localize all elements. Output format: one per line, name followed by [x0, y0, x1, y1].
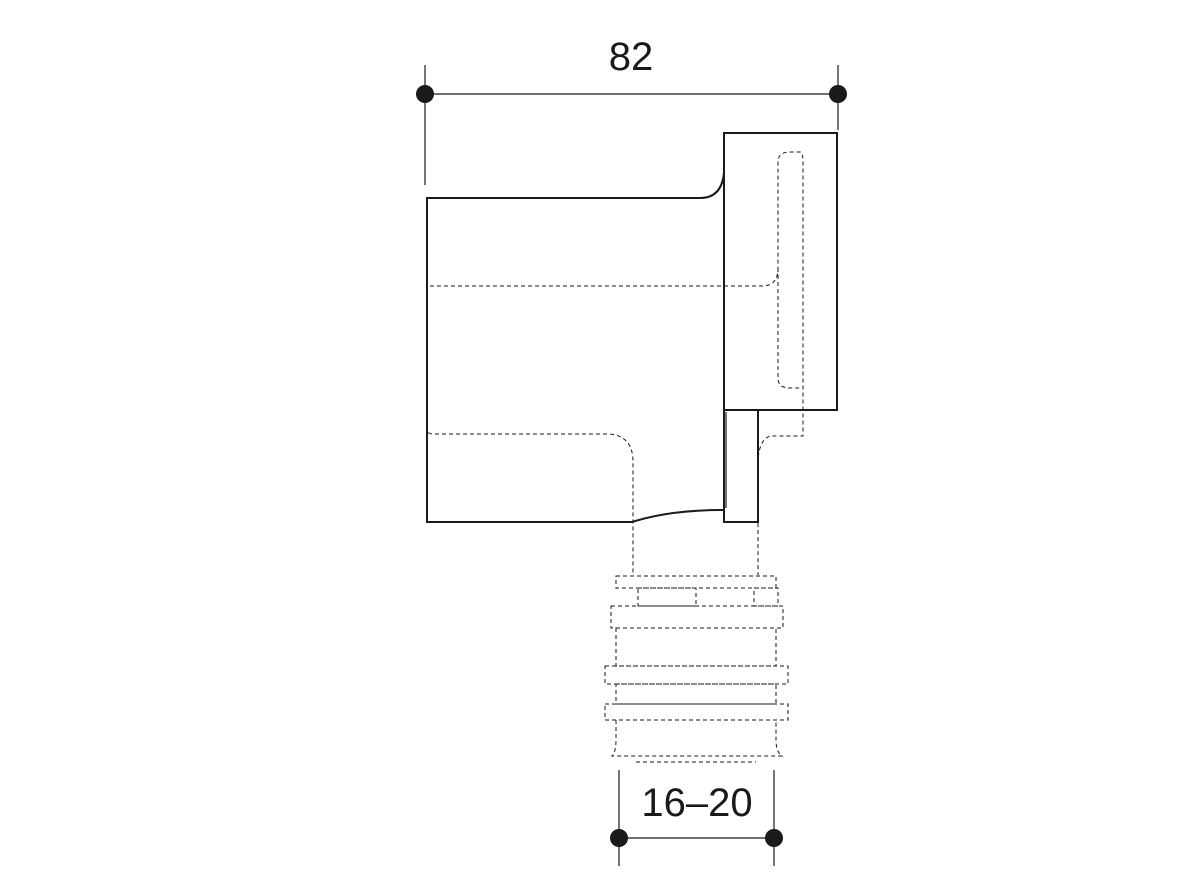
pipe-connector: [604, 575, 789, 763]
connector-clip-left: [637, 587, 697, 607]
connector-ring-low: [604, 703, 789, 721]
mounting-plate: [723, 132, 838, 411]
dimension-label-overall-width: 82: [609, 35, 654, 79]
connector-tail: [610, 720, 784, 757]
connector-clip-right: [753, 587, 779, 607]
internal-bore: [430, 151, 804, 575]
connector-ring-top: [610, 605, 784, 629]
dimension-pipe-range: 16–20: [610, 770, 783, 866]
connector-sleeve: [615, 627, 777, 667]
dimension-terminator-right: [829, 85, 847, 103]
hidden-internal-lines: [426, 151, 804, 575]
dimension-terminator-left: [416, 85, 434, 103]
dimension-terminator-left: [610, 829, 628, 847]
dimension-overall-width: 82: [416, 35, 847, 185]
connector-band: [615, 683, 777, 705]
dimension-terminator-right: [765, 829, 783, 847]
internal-slot: [777, 268, 800, 389]
fitting-body: [426, 132, 838, 523]
outlet-neck: [723, 410, 759, 523]
connector-collar: [615, 575, 777, 589]
body-outline: [426, 171, 725, 523]
connector-ring-mid: [604, 665, 789, 685]
internal-passage: [426, 286, 634, 575]
dimension-label-pipe-range: 16–20: [641, 781, 752, 825]
